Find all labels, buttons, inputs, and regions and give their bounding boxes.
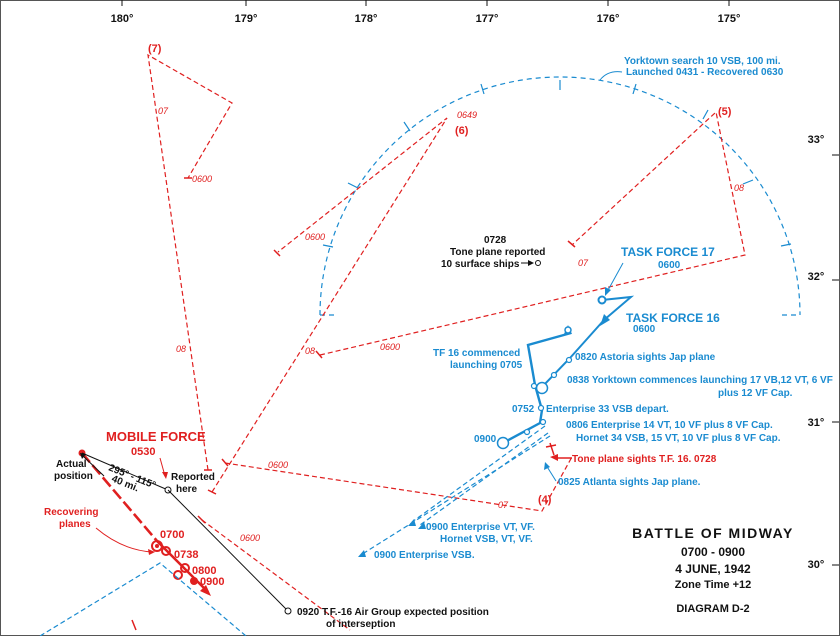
search-time: 0600	[380, 342, 400, 352]
search-arc-ticks	[322, 80, 792, 248]
task-force-16-time: 0600	[633, 324, 656, 335]
tone-plane-mark	[545, 442, 572, 459]
tf16-launch-label: launching 0705	[450, 360, 523, 371]
us-labels: Yorktown search 10 VSB, 100 mi. Launched…	[374, 56, 833, 561]
latitude-axis	[832, 154, 839, 566]
longitude-axis	[121, 0, 730, 6]
longitude-label: 180°	[111, 13, 134, 25]
search-line-4: (4)	[538, 494, 552, 506]
track-time: 0700	[160, 529, 184, 541]
strike-arrow-marks	[358, 519, 426, 557]
mobile-force-labels: MOBILE FORCE 0530 Actual position Report…	[44, 429, 224, 588]
yorktown-launch-label: 0838 Yorktown commences launching 17 VB,…	[567, 375, 833, 386]
recovering-label: Recovering	[44, 507, 98, 518]
tf16-launch-label: TF 16 commenced	[433, 348, 520, 359]
search-time: 0600	[305, 232, 325, 242]
track-time: 0900	[200, 576, 224, 588]
diagram-title: BATTLE OF MIDWAY	[632, 525, 794, 541]
task-force-16-title: TASK FORCE 16	[626, 311, 720, 325]
longitude-label: 177°	[476, 13, 499, 25]
actual-position-label: position	[54, 471, 93, 482]
hornet-vsb-label: Hornet VSB, VT, VF.	[440, 534, 533, 545]
recovering-label: planes	[59, 519, 91, 530]
diagram-zone: Zone Time +12	[675, 579, 752, 591]
mobile-force-track	[78, 449, 211, 596]
us-strike-lines	[39, 425, 551, 636]
longitude-label: 176°	[597, 13, 620, 25]
search-time: 08	[176, 344, 186, 354]
tf16-0900-label: 0900	[474, 434, 497, 445]
search-time: 07	[498, 500, 509, 510]
hornet-launch-label: Hornet 34 VSB, 15 VT, 10 VF plus 8 VF Ca…	[576, 433, 781, 444]
tone-report-time: 0728	[484, 235, 507, 246]
search-time: 08	[305, 346, 315, 356]
longitude-label: 179°	[235, 13, 258, 25]
search-time: 07	[578, 258, 589, 268]
latitude-label: 30°	[808, 559, 825, 571]
diagram-date: 4 JUNE, 1942	[675, 562, 751, 576]
latitude-label: 33°	[808, 134, 825, 146]
search-line-5: (5)	[718, 106, 732, 118]
yorktown-launch-label: plus 12 VF Cap.	[718, 388, 793, 399]
reported-label: here	[176, 484, 198, 495]
track-waypoints	[523, 356, 573, 436]
latitude-label: 31°	[808, 417, 825, 429]
tone-sights-label: Tone plane sights T.F. 16. 0728	[572, 454, 717, 465]
search-line-7: (7)	[148, 43, 162, 55]
search-time: 0649	[457, 110, 477, 120]
actual-position-label: Actual	[56, 459, 87, 470]
search-time: 0600	[268, 460, 288, 470]
yorktown-search-label: Yorktown search 10 VSB, 100 mi.	[624, 56, 781, 67]
interception-label: 0920 T.F.-16 Air Group expected position	[297, 607, 489, 618]
task-force-16-track	[496, 325, 572, 450]
enterprise-launch-label: 0806 Enterprise 14 VT, 10 VF plus 8 VF C…	[566, 420, 773, 431]
diagram-number: DIAGRAM D-2	[676, 603, 749, 615]
mobile-force-title: MOBILE FORCE	[106, 429, 206, 444]
longitude-label: 178°	[355, 13, 378, 25]
search-end-marks	[184, 177, 576, 524]
yorktown-search-label: Launched 0431 - Recovered 0630	[626, 67, 784, 78]
tone-report-label: 10 surface ships	[441, 259, 520, 270]
enterprise-vsb-0900-label: 0900 Enterprise VSB.	[374, 550, 475, 561]
enterprise-vsb-label: Enterprise 33 VSB depart.	[546, 404, 669, 415]
reported-label: Reported	[171, 472, 215, 483]
search-leader	[599, 71, 623, 81]
task-force-17-time: 0600	[658, 260, 681, 271]
mobile-force-time: 0530	[131, 446, 155, 458]
enterprise-vt-label: 0900 Enterprise VT, VF.	[426, 522, 535, 533]
search-time: 0600	[192, 174, 212, 184]
search-time: 07	[158, 106, 169, 116]
search-time: 0600	[240, 533, 260, 543]
task-force-17-title: TASK FORCE 17	[621, 245, 715, 259]
tone-arrow	[550, 454, 558, 461]
search-end-mark	[131, 619, 137, 631]
japanese-search-lines	[147, 53, 746, 631]
search-line-6: (6)	[455, 125, 469, 137]
atlanta-label: 0825 Atlanta sights Jap plane.	[558, 477, 701, 488]
diagram-title-block: BATTLE OF MIDWAY 0700 - 0900 4 JUNE, 194…	[632, 525, 794, 615]
track-time: 0800	[192, 565, 216, 577]
interception-line	[167, 489, 289, 612]
interception-label: of interseption	[326, 619, 395, 630]
diagram-time-range: 0700 - 0900	[681, 545, 745, 559]
tone-report-label: Tone plane reported	[450, 247, 545, 258]
track-time: 0738	[174, 549, 198, 561]
latitude-label: 32°	[808, 271, 825, 283]
search-time: 08	[734, 183, 744, 193]
tone-report: 0728 Tone plane reported 10 surface ship…	[441, 235, 545, 270]
longitude-label: 175°	[718, 13, 741, 25]
astoria-label: 0820 Astoria sights Jap plane	[575, 352, 716, 363]
interception-point	[284, 607, 292, 615]
enterprise-vsb-time: 0752	[512, 404, 535, 415]
